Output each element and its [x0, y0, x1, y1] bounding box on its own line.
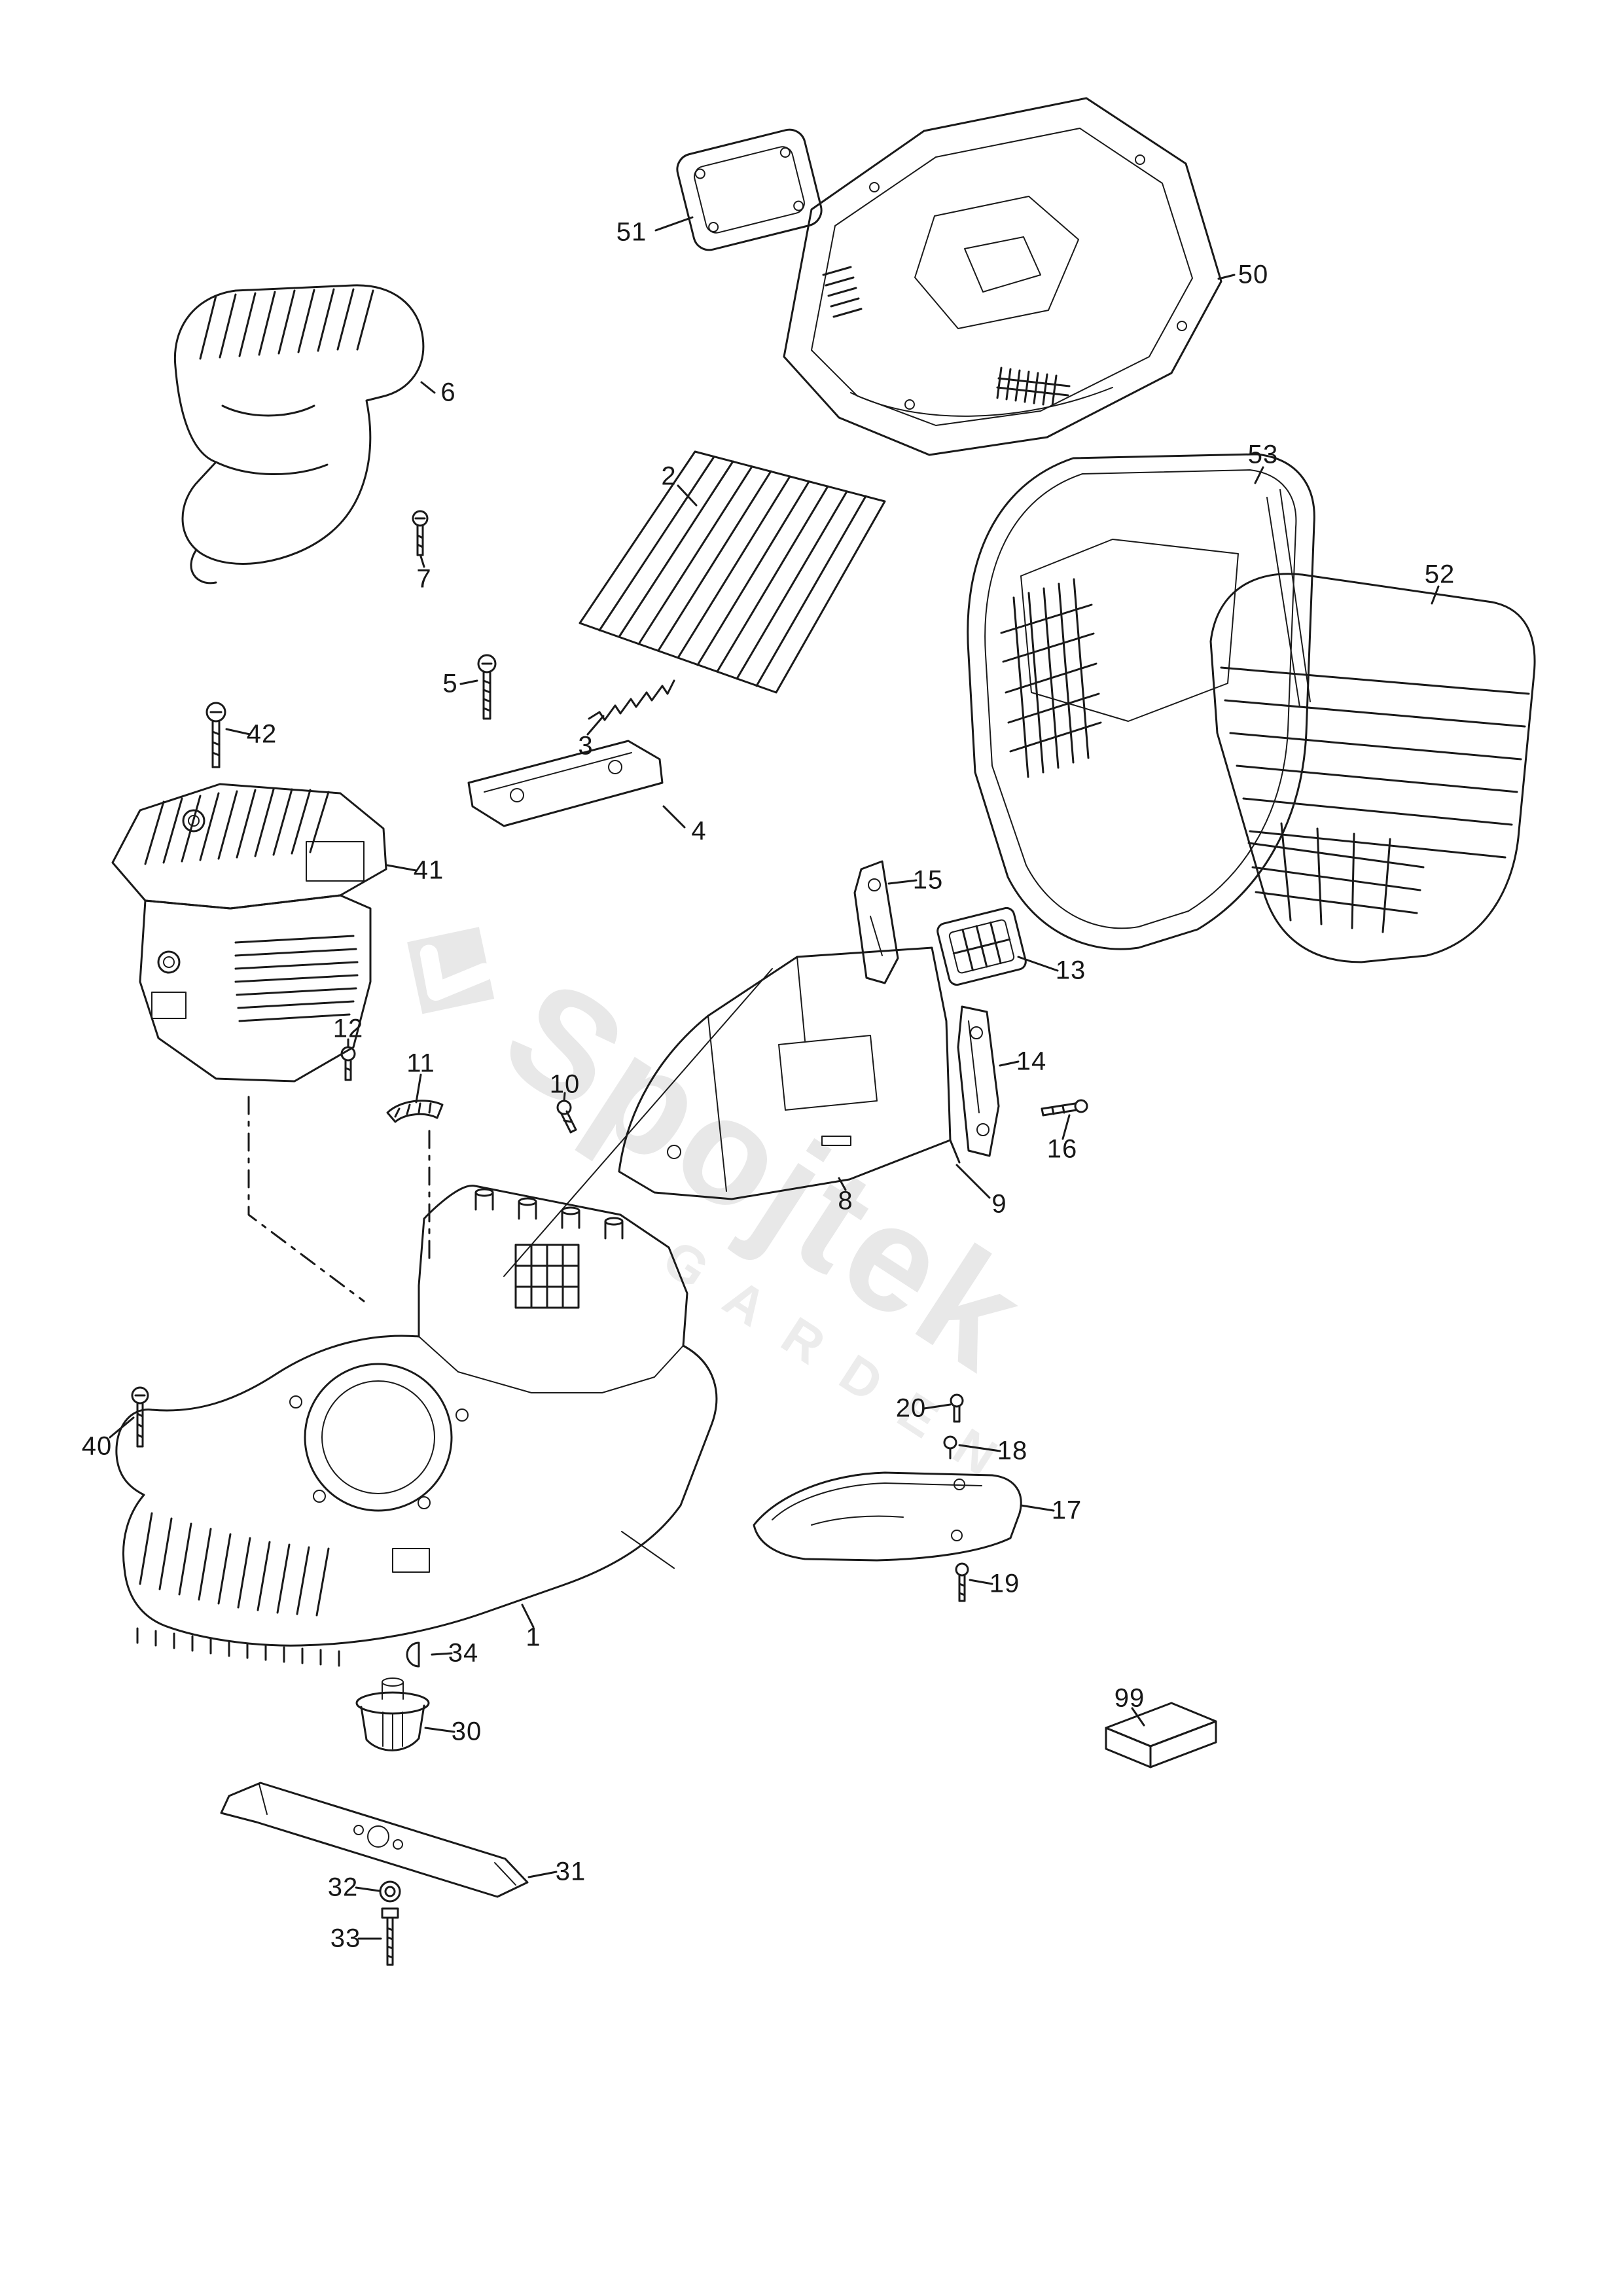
part-label-33: 33	[330, 1924, 361, 1953]
part-label-34: 34	[448, 1638, 479, 1668]
part-label-1: 1	[526, 1623, 541, 1652]
part-51-frame-drawing	[676, 128, 823, 251]
part-9-panel-corner-drawing	[949, 1139, 961, 1164]
part-label-32: 32	[327, 1873, 359, 1902]
part-label-18: 18	[997, 1436, 1028, 1465]
part-label-7: 7	[416, 564, 432, 594]
part-label-11: 11	[406, 1049, 435, 1078]
part-31-blade-drawing	[220, 1782, 529, 1898]
part-5-bolt-drawing	[477, 654, 497, 720]
part-label-5: 5	[442, 669, 458, 698]
part-3-spring-drawing	[588, 679, 675, 721]
part-label-19: 19	[989, 1569, 1020, 1598]
part-17-plate-drawing	[753, 1471, 1022, 1562]
part-20-bolt-drawing	[950, 1393, 964, 1423]
part-19-screw-drawing	[955, 1562, 969, 1602]
part-label-42: 42	[246, 719, 277, 749]
part-2-grille-drawing	[579, 450, 886, 694]
part-6-guard-drawing	[173, 284, 425, 584]
part-label-99: 99	[1114, 1683, 1145, 1713]
part-42-screw-drawing	[205, 702, 226, 768]
part-34-cap-drawing	[406, 1641, 420, 1668]
part-18-clip-drawing	[943, 1435, 957, 1460]
part-label-2: 2	[661, 461, 677, 491]
part-label-30: 30	[451, 1717, 482, 1746]
part-label-9: 9	[991, 1189, 1007, 1219]
part-1-mount-grid	[514, 1244, 580, 1309]
part-15-bracket-drawing	[853, 860, 899, 984]
part-52-grassbox-front-drawing	[1209, 573, 1536, 963]
part-33-bolt-drawing	[381, 1907, 399, 1966]
part-53-grassbox-rear-drawing	[967, 453, 1315, 950]
part-30-adapter-drawing	[355, 1677, 430, 1751]
part-99-box-drawing	[1105, 1702, 1217, 1768]
part-41-engine-drawing	[111, 783, 387, 1083]
part-14-bracket-drawing	[957, 1005, 1000, 1157]
part-16-screw-drawing	[1041, 1099, 1088, 1117]
part-label-3: 3	[578, 731, 594, 761]
part-50-top-cover-drawing	[783, 97, 1222, 456]
part-label-10: 10	[549, 1069, 580, 1099]
part-53-mesh	[1000, 578, 1102, 778]
part-label-50: 50	[1238, 260, 1269, 289]
part-50-left-vent	[822, 266, 863, 318]
leader-lines	[109, 216, 1440, 1940]
part-40-screw-drawing	[131, 1386, 149, 1448]
part-label-6: 6	[440, 378, 456, 407]
part-label-20: 20	[895, 1393, 927, 1423]
part-label-40: 40	[81, 1431, 113, 1461]
part-11-clip-drawing	[386, 1100, 444, 1123]
part-1-skirt-ticks	[136, 1627, 340, 1667]
part-label-17: 17	[1051, 1496, 1082, 1525]
alignment-line-part-8	[503, 968, 773, 1277]
assembly-dashed-lines	[247, 1096, 431, 1302]
part-label-8: 8	[838, 1186, 853, 1215]
part-label-13: 13	[1055, 956, 1086, 985]
part-label-15: 15	[912, 865, 944, 895]
part-10-screw-drawing	[556, 1100, 577, 1134]
part-label-53: 53	[1247, 440, 1279, 469]
part-label-31: 31	[555, 1857, 586, 1886]
part-32-washer-drawing	[379, 1880, 401, 1903]
part-1-bolt-bosses	[474, 1188, 624, 1240]
part-label-14: 14	[1016, 1047, 1047, 1076]
part-50-bottom-vent	[996, 367, 1071, 407]
part-7-screw-drawing	[412, 510, 429, 556]
part-label-12: 12	[332, 1014, 364, 1043]
part-8-panel-drawing	[618, 946, 952, 1200]
part-label-16: 16	[1046, 1134, 1078, 1164]
part-13-plate-drawing	[936, 906, 1027, 986]
part-1-front-fins	[139, 1512, 330, 1617]
part-label-51: 51	[616, 217, 647, 247]
part-label-4: 4	[691, 816, 707, 846]
part-label-52: 52	[1424, 560, 1455, 589]
part-4-bracket-drawing	[467, 740, 664, 827]
part-label-41: 41	[413, 855, 444, 885]
part-1-deck-drawing	[115, 1185, 718, 1667]
part-52-mesh	[1247, 822, 1425, 933]
